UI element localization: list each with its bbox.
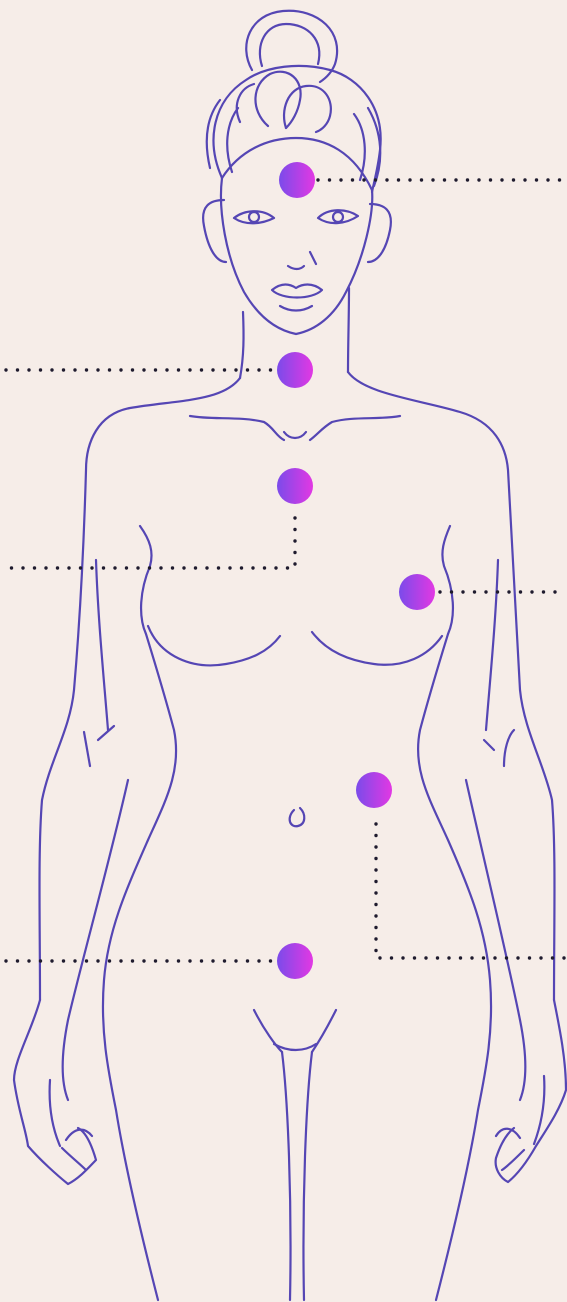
abdomen-point[interactable] xyxy=(356,772,392,808)
throat-point[interactable] xyxy=(277,352,313,388)
forehead-point[interactable] xyxy=(279,162,315,198)
pelvis-point[interactable] xyxy=(277,943,313,979)
breast-point[interactable] xyxy=(399,574,435,610)
sternum-point[interactable] xyxy=(277,468,313,504)
neck-right xyxy=(348,288,349,372)
